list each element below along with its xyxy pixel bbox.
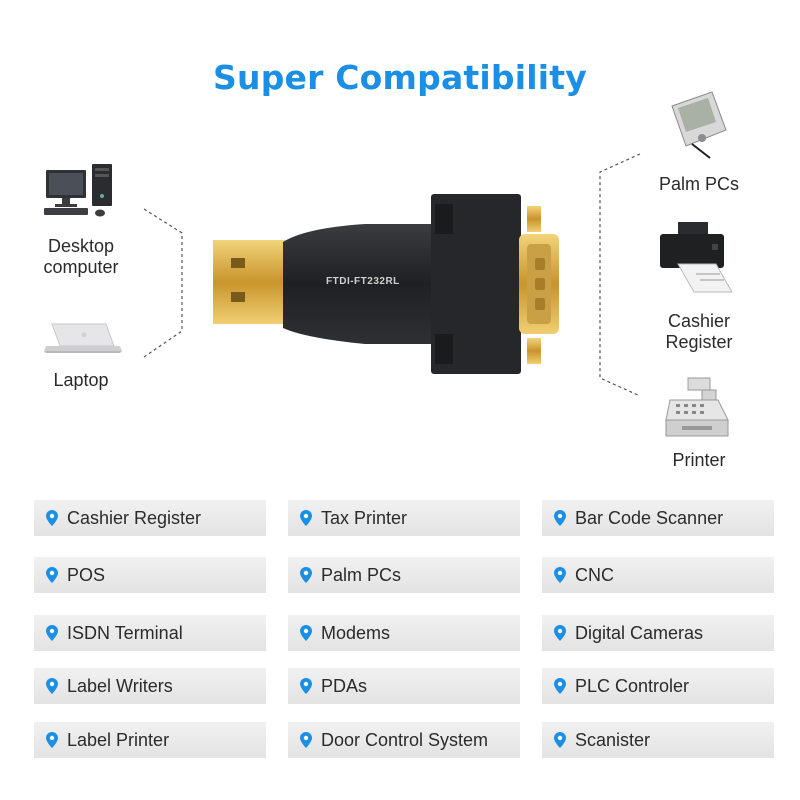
location-pin-icon — [300, 510, 312, 526]
adapter-chip-text: FTDI-FT232RL — [326, 276, 400, 287]
location-pin-icon — [554, 732, 566, 748]
list-item: PLC Controler — [542, 668, 774, 704]
list-item-label: ISDN Terminal — [67, 622, 183, 643]
location-pin-icon — [554, 678, 566, 694]
palm-pc-icon — [671, 91, 727, 159]
cash-register-icon — [665, 377, 729, 437]
list-item: Door Control System — [288, 722, 520, 758]
location-pin-icon — [300, 678, 312, 694]
location-pin-icon — [46, 678, 58, 694]
location-pin-icon — [554, 567, 566, 583]
list-item: Label Printer — [34, 722, 266, 758]
list-item-label: Tax Printer — [321, 507, 408, 528]
list-item: Modems — [288, 615, 520, 651]
location-pin-icon — [300, 625, 312, 641]
desktop-computer-icon — [44, 164, 112, 217]
list-item-label: Label Writers — [67, 675, 173, 696]
list-item-label: Bar Code Scanner — [575, 507, 724, 528]
location-pin-icon — [300, 567, 312, 583]
list-item-label: POS — [67, 564, 106, 585]
list-item-label: Digital Cameras — [575, 622, 704, 643]
list-item-label: Door Control System — [321, 729, 489, 750]
list-item-label: PLC Controler — [575, 675, 690, 696]
list-item: ISDN Terminal — [34, 615, 266, 651]
location-pin-icon — [554, 510, 566, 526]
device-label-palm-pcs: Palm PCs — [658, 174, 739, 194]
device-label-printer: Printer — [672, 450, 726, 470]
list-item: Digital Cameras — [542, 615, 774, 651]
list-item-label: Palm PCs — [321, 564, 402, 585]
list-item: Bar Code Scanner — [542, 500, 774, 536]
list-item-label: CNC — [575, 564, 614, 585]
list-item-label: Modems — [321, 622, 391, 643]
location-pin-icon — [554, 625, 566, 641]
list-item: Tax Printer — [288, 500, 520, 536]
location-pin-icon — [46, 567, 58, 583]
list-item: PDAs — [288, 668, 520, 704]
location-pin-icon — [300, 732, 312, 748]
location-pin-icon — [46, 732, 58, 748]
device-label-laptop: Laptop — [53, 370, 109, 390]
location-pin-icon — [46, 510, 58, 526]
usb-to-serial-adapter-image — [213, 194, 559, 374]
list-item-label: PDAs — [321, 675, 368, 696]
list-item: Scanister — [542, 722, 774, 758]
list-item-label: Scanister — [575, 729, 651, 750]
printer-icon — [660, 222, 733, 293]
list-item: CNC — [542, 557, 774, 593]
location-pin-icon — [46, 625, 58, 641]
list-item: Cashier Register — [34, 500, 266, 536]
page-title: Super Compatibility — [213, 58, 587, 97]
list-item: POS — [34, 557, 266, 593]
list-item-label: Cashier Register — [67, 507, 202, 528]
list-item: Palm PCs — [288, 557, 520, 593]
list-item: Label Writers — [34, 668, 266, 704]
right-bracket — [599, 153, 641, 397]
laptop-icon — [44, 323, 122, 353]
list-item-label: Label Printer — [67, 729, 170, 750]
